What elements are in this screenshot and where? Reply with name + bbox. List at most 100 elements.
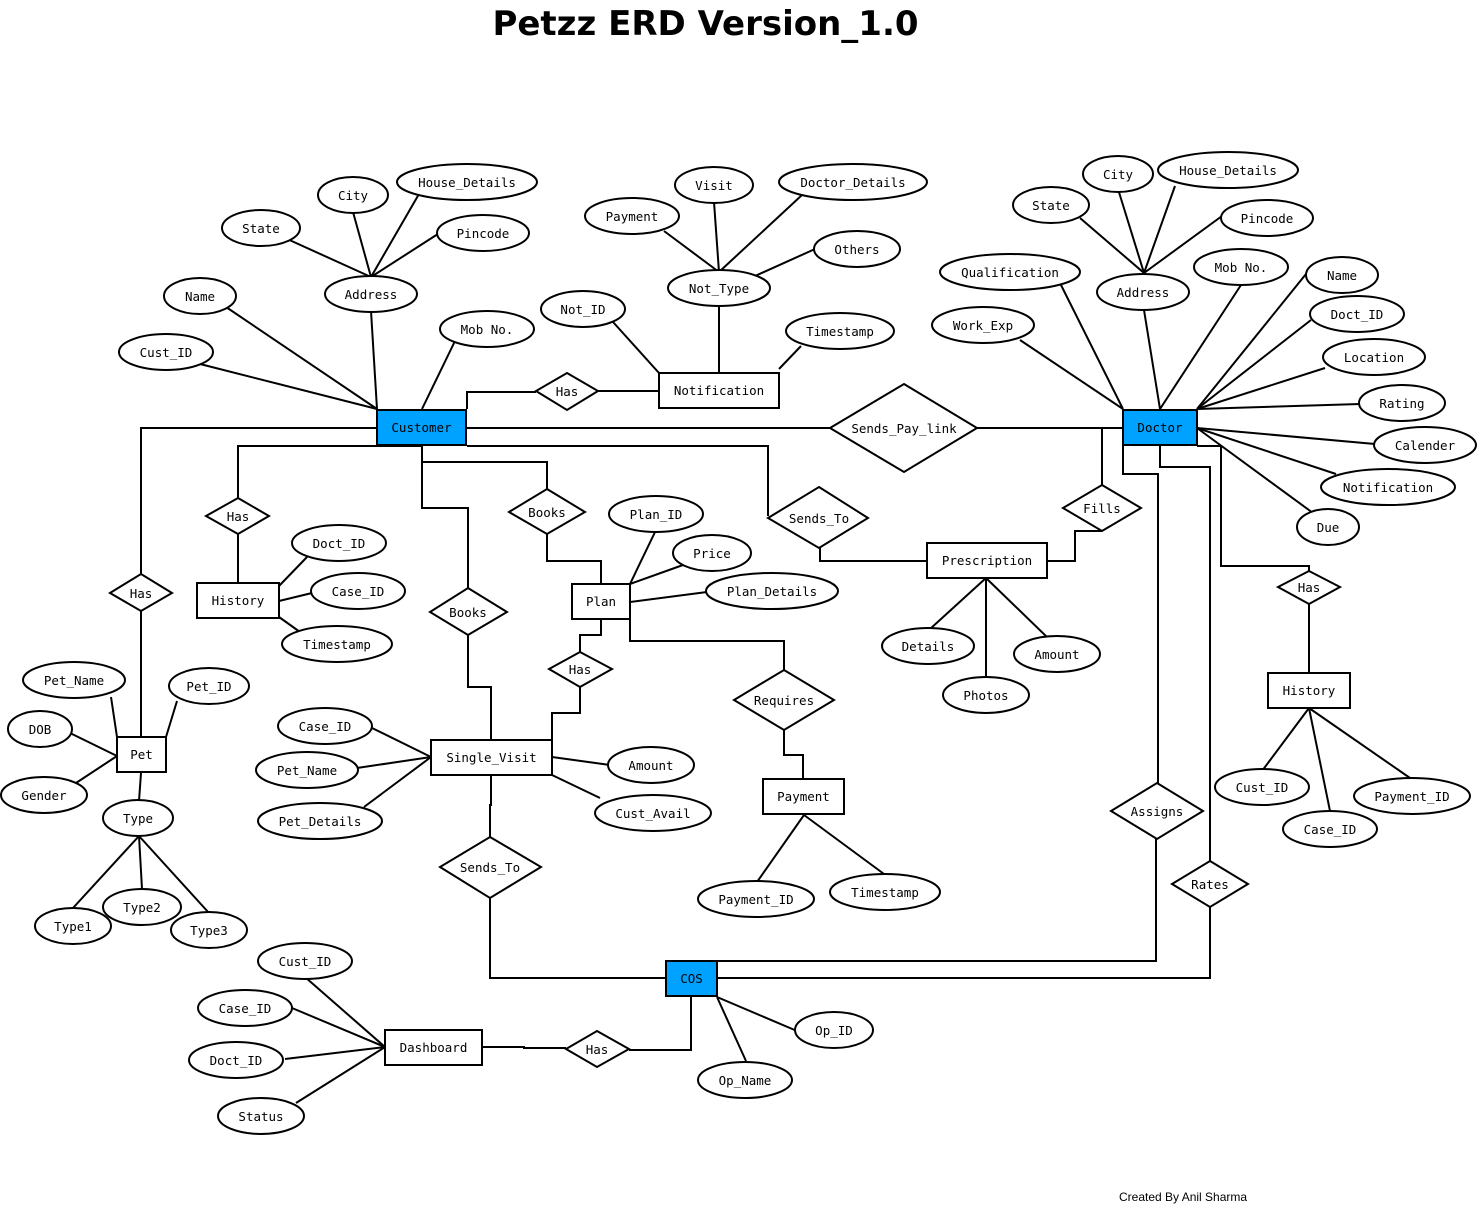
svg-text:Pet_ID: Pet_ID [186, 679, 231, 694]
attribute-dhistory-case-id: Case_ID [1282, 810, 1378, 848]
attribute-dashboard-case-id: Case_ID [197, 989, 293, 1027]
attribute-history-timestamp: Timestamp [281, 625, 393, 663]
svg-text:Cust_ID: Cust_ID [140, 345, 193, 360]
relationship-label: Books [449, 605, 487, 620]
entity-label: Payment [777, 789, 830, 804]
attribute-customer-cust-id: Cust_ID [118, 333, 214, 371]
svg-text:Amount: Amount [1034, 647, 1079, 662]
attribute-prescription-details: Details [881, 627, 975, 665]
relationship-label: Has [1298, 580, 1321, 595]
attribute-customer-house-details: House_Details [396, 163, 538, 201]
attribute-payment-timestamp: Timestamp [829, 873, 941, 911]
relationship-rates: Rates [1170, 859, 1250, 909]
relationship-customer-has-history: Has [203, 496, 271, 536]
relationship-label: Has [586, 1042, 609, 1057]
svg-text:Cust_ID: Cust_ID [279, 954, 332, 969]
svg-text:Type: Type [123, 811, 153, 826]
relationship-label: Books [528, 505, 566, 520]
attribute-pet-gender: Gender [0, 776, 88, 814]
relationship-label: Assigns [1131, 804, 1184, 819]
svg-text:Not_Type: Not_Type [689, 281, 749, 296]
relationship-label: Sends_To [789, 511, 849, 526]
entity-label: Doctor [1137, 420, 1183, 435]
attribute-pet-type: Type [102, 799, 174, 837]
svg-text:DOB: DOB [29, 722, 52, 737]
attribute-notification-visit: Visit [674, 166, 754, 204]
svg-text:Mob No.: Mob No. [1215, 260, 1268, 275]
svg-text:Amount: Amount [628, 758, 673, 773]
svg-text:House_Details: House_Details [1179, 163, 1277, 178]
svg-text:Details: Details [902, 639, 955, 654]
entity-cos: COS [665, 960, 718, 997]
attribute-doctor-house-details: House_Details [1157, 151, 1299, 189]
svg-text:Doctor_Details: Doctor_Details [800, 175, 905, 190]
attribute-cos-op-name: Op_Name [697, 1061, 793, 1099]
attribute-notification-not-type: Not_Type [667, 269, 771, 307]
attribute-dhistory-cust-id: Cust_ID [1214, 768, 1310, 806]
svg-text:State: State [242, 221, 280, 236]
attribute-doctor-pincode: Pincode [1220, 199, 1314, 237]
svg-text:Rating: Rating [1379, 396, 1424, 411]
svg-text:Op_Name: Op_Name [719, 1073, 772, 1088]
svg-text:Case_ID: Case_ID [219, 1001, 272, 1016]
attribute-visit-case-id: Case_ID [277, 707, 373, 745]
svg-text:Notification: Notification [1343, 480, 1433, 495]
svg-text:Pet_Details: Pet_Details [279, 814, 362, 829]
svg-text:House_Details: House_Details [418, 175, 516, 190]
svg-text:Plan_Details: Plan_Details [727, 584, 817, 599]
entity-payment: Payment [762, 778, 845, 815]
entity-history-customer: History [196, 582, 280, 619]
entity-label: Plan [586, 594, 616, 609]
svg-text:Timestamp: Timestamp [303, 637, 371, 652]
svg-text:Visit: Visit [695, 178, 733, 193]
attribute-customer-mob-no: Mob No. [439, 310, 535, 348]
entity-customer: Customer [376, 409, 467, 446]
relationship-plan-has-visit: Has [546, 650, 615, 689]
attribute-history-case-id: Case_ID [310, 572, 406, 610]
attribute-payment-id: Payment_ID [697, 880, 815, 918]
svg-text:City: City [1103, 167, 1134, 182]
attribute-history-doct-id: Doct_ID [291, 524, 387, 562]
attribute-doctor-address: Address [1096, 273, 1190, 311]
svg-text:Pincode: Pincode [457, 226, 510, 241]
attribute-visit-cust-avail: Cust_Avail [594, 794, 712, 832]
attribute-notification-others: Others [813, 230, 901, 268]
entity-label: Notification [674, 383, 764, 398]
svg-text:Payment_ID: Payment_ID [718, 892, 793, 907]
svg-text:Others: Others [834, 242, 879, 257]
attribute-pet-type1: Type1 [34, 907, 112, 945]
attribute-plan-id: Plan_ID [608, 495, 704, 533]
svg-text:Status: Status [238, 1109, 283, 1124]
svg-text:Doct_ID: Doct_ID [313, 536, 366, 551]
connector-lines [69, 185, 1411, 1104]
attribute-dashboard-doct-id: Doct_ID [188, 1041, 284, 1079]
attribute-prescription-amount: Amount [1013, 635, 1101, 673]
attribute-visit-amount: Amount [607, 746, 695, 784]
attribute-doctor-state: State [1012, 186, 1090, 224]
entity-single-visit: Single_Visit [430, 739, 553, 776]
entity-doctor: Doctor [1122, 409, 1198, 446]
svg-text:Name: Name [1327, 268, 1357, 283]
svg-text:Pet_Name: Pet_Name [44, 673, 104, 688]
relationship-label: Sends_To [460, 860, 520, 875]
attribute-pet-dob: DOB [7, 710, 73, 748]
attribute-doctor-location: Location [1322, 338, 1426, 376]
attribute-doctor-due: Due [1296, 508, 1360, 546]
attribute-customer-state: State [221, 209, 301, 247]
relationship-fills: Fills [1061, 483, 1143, 533]
attribute-pet-type3: Type3 [170, 911, 248, 949]
relationship-label: Requires [754, 693, 814, 708]
attribute-visit-pet-name: Pet_Name [255, 751, 359, 789]
attribute-plan-details: Plan_Details [705, 572, 839, 610]
attribute-doctor-calender: Calender [1373, 426, 1477, 464]
svg-text:Timestamp: Timestamp [806, 324, 874, 339]
svg-text:Cust_ID: Cust_ID [1236, 780, 1289, 795]
svg-text:Type2: Type2 [123, 900, 161, 915]
svg-text:Price: Price [693, 546, 731, 561]
svg-text:Work_Exp: Work_Exp [953, 318, 1013, 333]
svg-text:Op_ID: Op_ID [815, 1023, 853, 1038]
svg-text:Type1: Type1 [54, 919, 92, 934]
attribute-cos-op-id: Op_ID [794, 1011, 874, 1049]
entity-label: Pet [130, 747, 153, 762]
